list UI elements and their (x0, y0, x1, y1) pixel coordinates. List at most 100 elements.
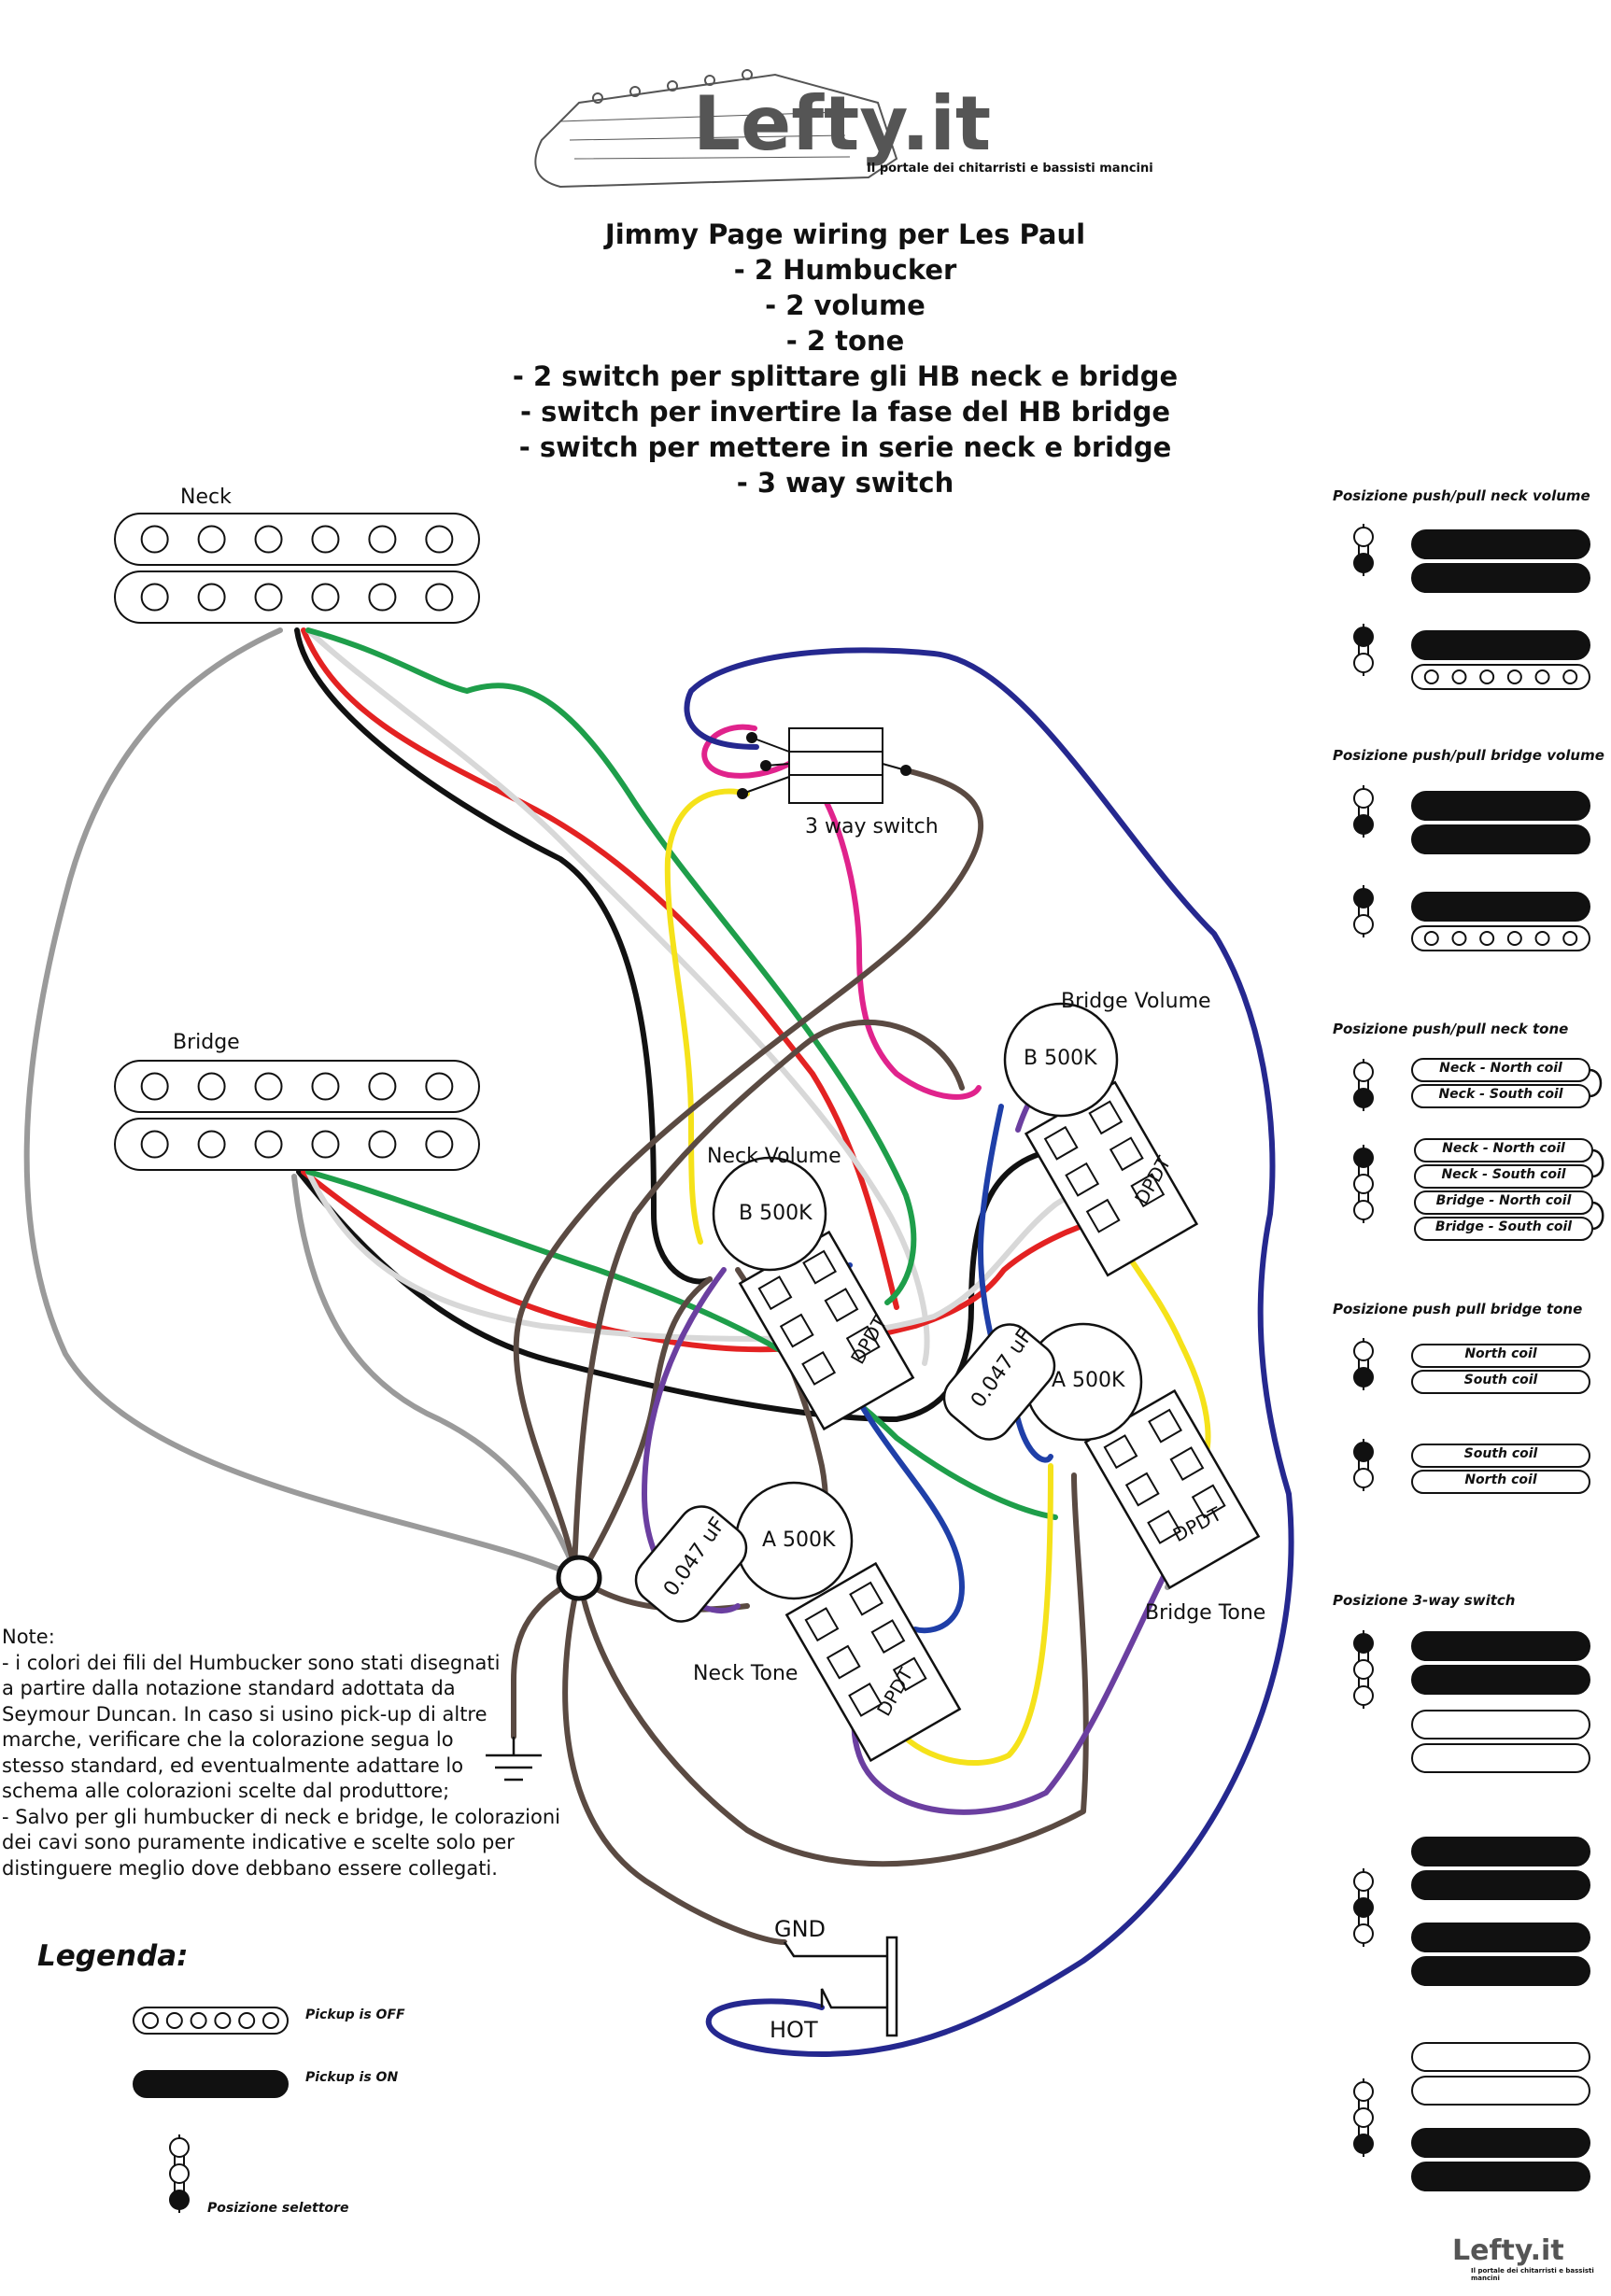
legend-selector-symbol (169, 2134, 190, 2213)
switch-terminal (737, 788, 748, 799)
coil-outline (1411, 1743, 1590, 1773)
coil-link (1589, 1068, 1603, 1098)
neck-tone-label: Neck Tone (693, 1662, 798, 1685)
note-line: schema alle colorazioni scelte dal produ… (2, 1780, 450, 1802)
pole-piece (214, 2012, 232, 2029)
selector-dot (1353, 1897, 1374, 1918)
indicator-coil (1411, 630, 1590, 660)
wire-brown (576, 1276, 713, 1581)
dpdt-lug (1191, 1484, 1226, 1519)
selector-bridge-volume-down (1353, 885, 1374, 937)
pole-piece (425, 525, 454, 554)
indicator-coil (1411, 1665, 1590, 1695)
logo-tagline: Il portale dei chitarristi e bassisti ma… (867, 162, 1153, 176)
selector-dot (169, 2163, 190, 2184)
wire-yellow (664, 788, 750, 1245)
wire-black (294, 627, 713, 1285)
dpdt-lug (1043, 1125, 1079, 1161)
coil-body (114, 570, 480, 624)
switch-leads (742, 737, 907, 795)
coil-outline (1411, 2076, 1590, 2106)
coil-body (1411, 791, 1590, 821)
selector-neck-tone-up (1353, 1059, 1374, 1111)
selector-dot (1353, 1088, 1374, 1108)
wire-blue (978, 1104, 1053, 1463)
jack-hot-label: HOT (770, 2017, 818, 2043)
pole-piece (1479, 669, 1495, 684)
pole-piece (368, 1072, 397, 1101)
note-line: - i colori dei fili del Humbucker sono s… (2, 1651, 501, 1674)
selector-dot (169, 2190, 190, 2210)
title-line: - 2 volume (765, 289, 926, 321)
dpdt-lug (845, 1325, 881, 1360)
selector-neck-volume-up (1353, 524, 1374, 576)
dpdt-lug (892, 1656, 927, 1692)
dpdt-lug (848, 1683, 883, 1717)
coil-outline (1411, 1370, 1590, 1394)
dpdt-lug (1103, 1434, 1138, 1470)
pole-piece (1423, 669, 1439, 684)
selector-dot (1353, 1062, 1374, 1082)
wire-green (305, 1169, 1058, 1520)
neck-pickup-bottom-coil (114, 570, 480, 624)
pole-piece (311, 1072, 340, 1101)
capacitor-neck-tone (634, 1505, 748, 1623)
selector-dot (1353, 1633, 1374, 1654)
coil-body (1411, 630, 1590, 660)
pole-piece (1423, 931, 1439, 946)
pole-piece (254, 1130, 283, 1159)
ground-hub (556, 1555, 602, 1601)
wire-brown (562, 1575, 787, 1945)
wire-brown (513, 768, 984, 1571)
pole-piece (140, 1072, 169, 1101)
capacitor-bridge-tone (942, 1323, 1056, 1441)
pole-piece (1506, 931, 1522, 946)
logo-guitar-headstock (534, 69, 898, 189)
pole-piece (140, 583, 169, 612)
title-line: - 2 tone (785, 325, 905, 357)
dpdt-lug (801, 1351, 837, 1386)
selector-dot (1353, 2134, 1374, 2154)
diagram-title: Jimmy Page wiring per Les Paul - 2 Humbu… (486, 217, 1205, 500)
dpdt-lug (1124, 1472, 1160, 1507)
pole-piece (261, 2012, 279, 2029)
pole-piece (142, 2012, 160, 2029)
wire-white_wire (305, 627, 930, 1366)
selector-dot (1353, 1174, 1374, 1194)
selector-dot (1353, 1685, 1374, 1706)
coil-body (1411, 1870, 1590, 1900)
bridge-pickup-label: Bridge (173, 1031, 240, 1054)
pot-bridge-volume-value: B 500K (1024, 1047, 1097, 1070)
wire-yellow (894, 1463, 1053, 1766)
selector-dot (1353, 1871, 1374, 1892)
dpdt-bridge-volume (1024, 1080, 1199, 1277)
indicator-coil (1411, 892, 1590, 922)
pole-piece (1479, 931, 1495, 946)
selector-bridge-tone-down (1353, 1439, 1374, 1491)
coil-outline (1411, 2042, 1590, 2072)
dpdt-bridge-tone (1083, 1388, 1261, 1590)
selector-neck-tone-down (1353, 1145, 1374, 1223)
wire-red (301, 627, 899, 1310)
coil-body (1411, 563, 1590, 593)
coil-body (1411, 1837, 1590, 1866)
pot-neck-volume (712, 1156, 827, 1272)
dpdt-lug (804, 1607, 840, 1642)
side-title-three-way: Posizione 3-way switch (1333, 1592, 1516, 1609)
coil-label: South coil (1463, 1373, 1538, 1387)
note-line: Seymour Duncan. In caso si usino pick-up… (2, 1702, 488, 1726)
indicator-coil (1411, 563, 1590, 593)
selector-dot (1353, 653, 1374, 673)
coil-body (1411, 529, 1590, 559)
selector-dot (1353, 1659, 1374, 1680)
neck-pickup-top-coil (114, 513, 480, 566)
pot-bridge-tone-value: A 500K (1052, 1369, 1125, 1392)
legend-selector-label: Posizione selettore (207, 2201, 349, 2216)
dpdt-lug (1065, 1162, 1100, 1197)
pole-piece (368, 583, 397, 612)
bridge-volume-label: Bridge Volume (1061, 990, 1211, 1013)
coil-label: Neck - South coil (1438, 1087, 1563, 1102)
note-line: marche, verificare che la colorazione se… (2, 1728, 454, 1751)
selector-three-way-3 (1353, 2078, 1374, 2157)
coil-body (1411, 2162, 1590, 2191)
